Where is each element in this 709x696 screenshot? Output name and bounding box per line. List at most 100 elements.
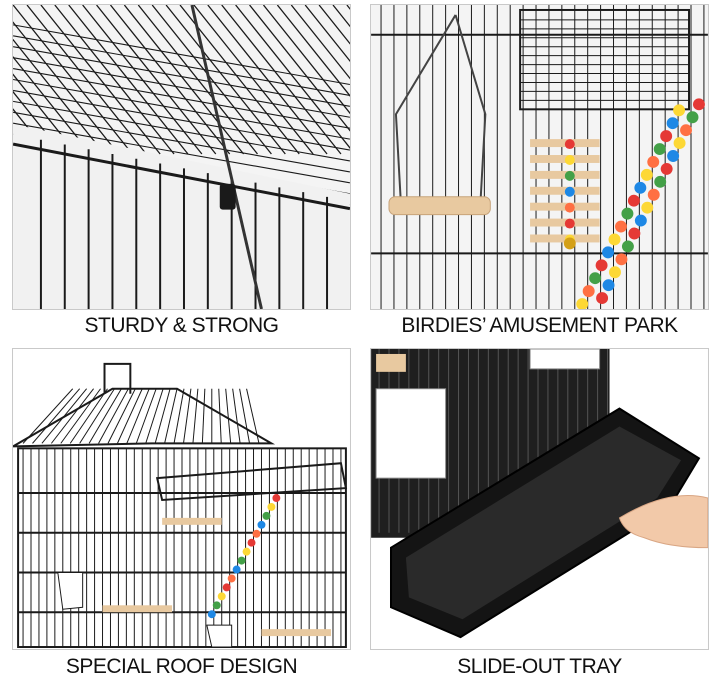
roof-wire: [290, 5, 350, 80]
caption-sturdy: STURDY & STRONG: [84, 314, 279, 337]
roof-wire: [332, 5, 350, 28]
bead: [615, 220, 627, 233]
bead: [595, 259, 608, 272]
handle-icon: [103, 362, 132, 394]
feeder-icon: [206, 624, 233, 648]
wood-block: [530, 202, 600, 211]
bead: [564, 170, 575, 181]
tray-illustration: [371, 349, 708, 649]
bead: [673, 137, 686, 150]
bead: [647, 156, 660, 168]
roof-wire: [218, 388, 222, 444]
roof-wire: [304, 5, 350, 63]
perch-toys-illustration: [371, 5, 708, 309]
roof-wire: [182, 388, 192, 444]
bead: [628, 227, 641, 240]
wood-block: [530, 218, 600, 227]
roof-outline: [13, 387, 276, 448]
roof-wire: [239, 388, 251, 444]
roof-wire: [60, 388, 101, 444]
bead: [564, 202, 575, 213]
roof-wire: [246, 388, 260, 444]
roof-wire: [96, 5, 217, 155]
bead: [660, 130, 673, 143]
caption-amusement: BIRDIES’ AMUSEMENT PARK: [401, 314, 678, 337]
bead: [641, 201, 654, 214]
bead: [647, 188, 660, 201]
bead: [692, 98, 705, 111]
roof-wire: [82, 5, 203, 155]
bead: [247, 538, 256, 547]
bead: [680, 124, 692, 137]
bead: [615, 253, 628, 266]
roof-wire: [135, 388, 157, 444]
roof-crosswire: [13, 89, 350, 151]
roof-wire: [54, 5, 175, 155]
hand: [618, 495, 708, 549]
platform: [155, 462, 348, 502]
perch-icon: [388, 196, 491, 216]
bead: [232, 565, 241, 574]
bead: [257, 520, 266, 529]
bead: [621, 240, 634, 253]
bead: [608, 233, 621, 246]
wood-block: [530, 139, 600, 148]
bead: [596, 292, 609, 305]
bead: [634, 181, 647, 194]
roof-wire: [173, 388, 185, 444]
roof-wire: [145, 388, 164, 444]
roof-wire: [123, 5, 245, 155]
roof-crosswire: [13, 24, 350, 86]
roof-wire: [192, 388, 199, 444]
roof-wire: [235, 5, 350, 149]
bead: [653, 143, 666, 156]
roof-wire: [165, 5, 286, 155]
tray-inner: [405, 426, 682, 620]
roof-wire: [98, 388, 129, 444]
roof-wire: [13, 21, 119, 155]
bead: [602, 246, 615, 259]
bead: [207, 610, 216, 619]
bead: [227, 574, 236, 583]
roof-wire: [107, 388, 136, 444]
caption-tray: SLIDE-OUT TRAY: [457, 655, 622, 678]
roof-wire: [13, 38, 106, 155]
roof-wire: [13, 55, 92, 155]
roof-wire: [40, 5, 161, 155]
bead: [640, 168, 653, 181]
wall-area: [13, 124, 350, 309]
full-cage-illustration: [13, 349, 350, 649]
bead: [660, 162, 673, 175]
bead: [654, 175, 667, 188]
perch-icon: [261, 629, 332, 637]
roof-wire: [13, 90, 64, 155]
bead: [673, 104, 686, 117]
roof-wire: [13, 73, 78, 155]
feeder-frame: [519, 8, 691, 111]
roof-crosswire: [13, 122, 350, 184]
roof-wire: [41, 388, 88, 444]
roof-photo: [12, 348, 351, 650]
bell-icon: [563, 237, 576, 250]
bead: [582, 285, 595, 298]
roof-wire: [179, 5, 300, 155]
roof-crosswire: [13, 46, 350, 107]
roof-wire: [32, 388, 81, 444]
wood-block: [530, 155, 600, 163]
caption-roof: SPECIAL ROOF DESIGN: [65, 655, 298, 678]
perch-icon: [102, 605, 173, 613]
roof-wire: [318, 5, 350, 45]
roof-wire: [151, 5, 272, 155]
wood-block: [530, 186, 600, 195]
roof-wire: [232, 388, 241, 444]
roof-wire: [154, 388, 171, 444]
bead: [272, 494, 281, 502]
support-rod: [190, 5, 263, 309]
roof-crosswire: [13, 78, 350, 140]
roof-crosswire: [13, 35, 350, 96]
amusement-photo: [370, 4, 709, 310]
bead: [589, 272, 602, 285]
roof-wire: [207, 5, 328, 155]
roof-crosswire: [13, 57, 350, 118]
bead: [667, 150, 680, 162]
